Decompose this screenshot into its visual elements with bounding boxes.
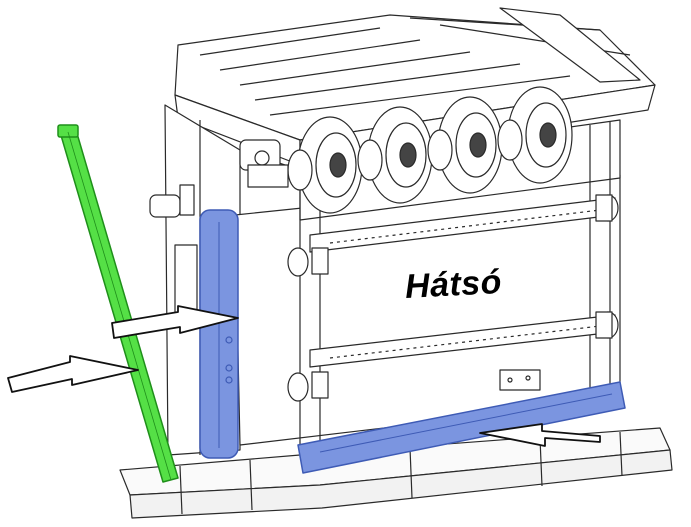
fan-2 <box>357 106 433 204</box>
arrow-upper-left <box>111 305 239 339</box>
arrow-lower-left <box>7 355 139 393</box>
rear-side-label: Hátsó <box>404 262 503 306</box>
motor <box>239 139 289 188</box>
blue-side-bar <box>199 209 239 459</box>
arrow-bottom-right <box>479 423 601 447</box>
fan-4 <box>497 86 573 184</box>
blue-bottom-bar <box>297 381 626 474</box>
green-pipe <box>57 124 179 483</box>
fan-3 <box>427 96 503 194</box>
fan-group <box>239 86 573 214</box>
